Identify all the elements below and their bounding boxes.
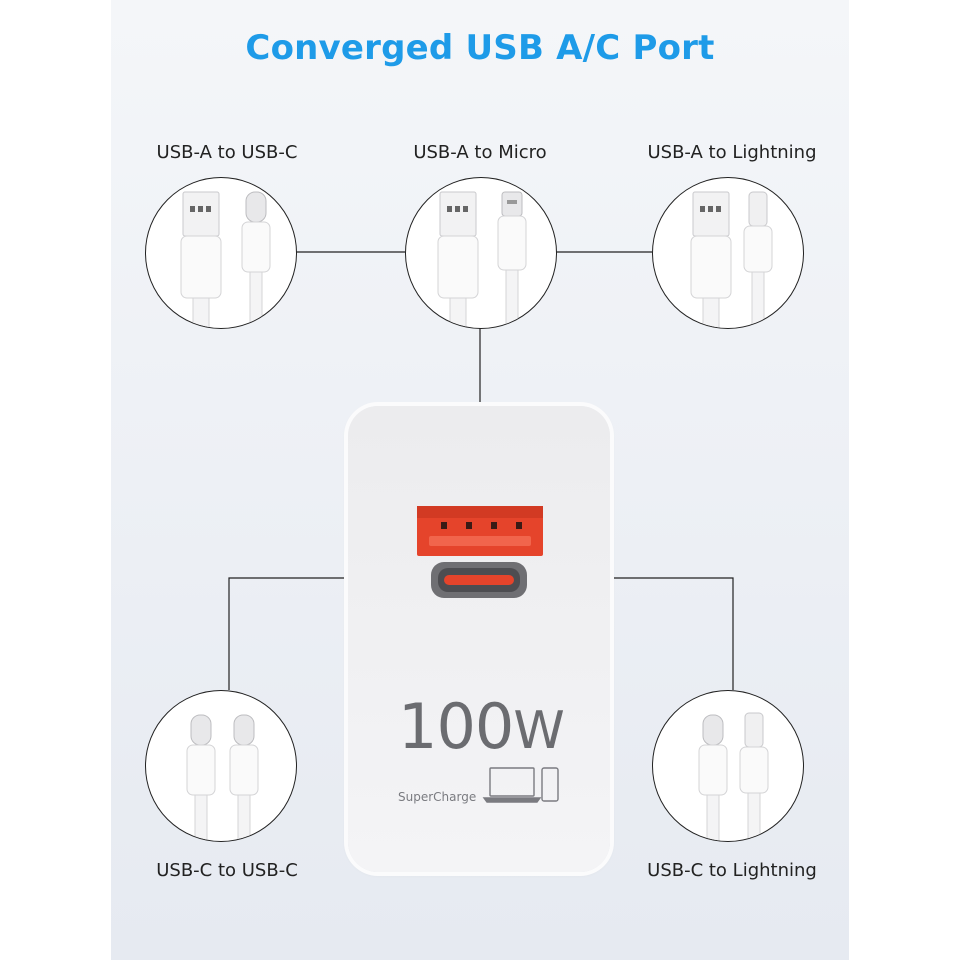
cable-circle-c-to-lightning [652,690,804,842]
usb-c-plug-icon [241,191,271,328]
brand-text: SuperCharge [398,790,477,804]
micro-usb-plug-icon [497,191,527,328]
cable-circle-c-to-c [145,690,297,842]
usb-c-port [431,562,527,598]
power-rating: 100W [398,690,568,763]
cable-circle-a-to-lightning [652,177,804,329]
power-value: 100 [398,690,514,763]
usb-c-plug-icon-2 [229,714,259,841]
label-usb-c-to-lightning: USB-C to Lightning [647,860,817,881]
usb-a-plug-icon [437,191,479,328]
page-title: Converged USB A/C Port [245,28,715,68]
usb-a-plug-icon [180,191,222,328]
label-usb-a-to-usb-c: USB-A to USB-C [156,142,298,163]
label-usb-a-to-micro: USB-A to Micro [413,142,547,163]
usb-c-plug-icon [698,714,728,841]
label-usb-c-to-usb-c: USB-C to USB-C [156,860,298,881]
usb-a-port [417,506,543,556]
laptop-icon [482,767,542,803]
cable-circle-a-to-c [145,177,297,329]
label-usb-a-to-lightning: USB-A to Lightning [647,142,817,163]
usb-c-plug-icon [186,714,216,841]
phone-icon [541,767,559,802]
cable-circle-a-to-micro [405,177,557,329]
power-unit: W [513,701,564,761]
lightning-plug-icon [743,191,773,328]
charger-body [348,406,610,872]
lightning-plug-icon [739,712,769,841]
usb-a-plug-icon [690,191,732,328]
